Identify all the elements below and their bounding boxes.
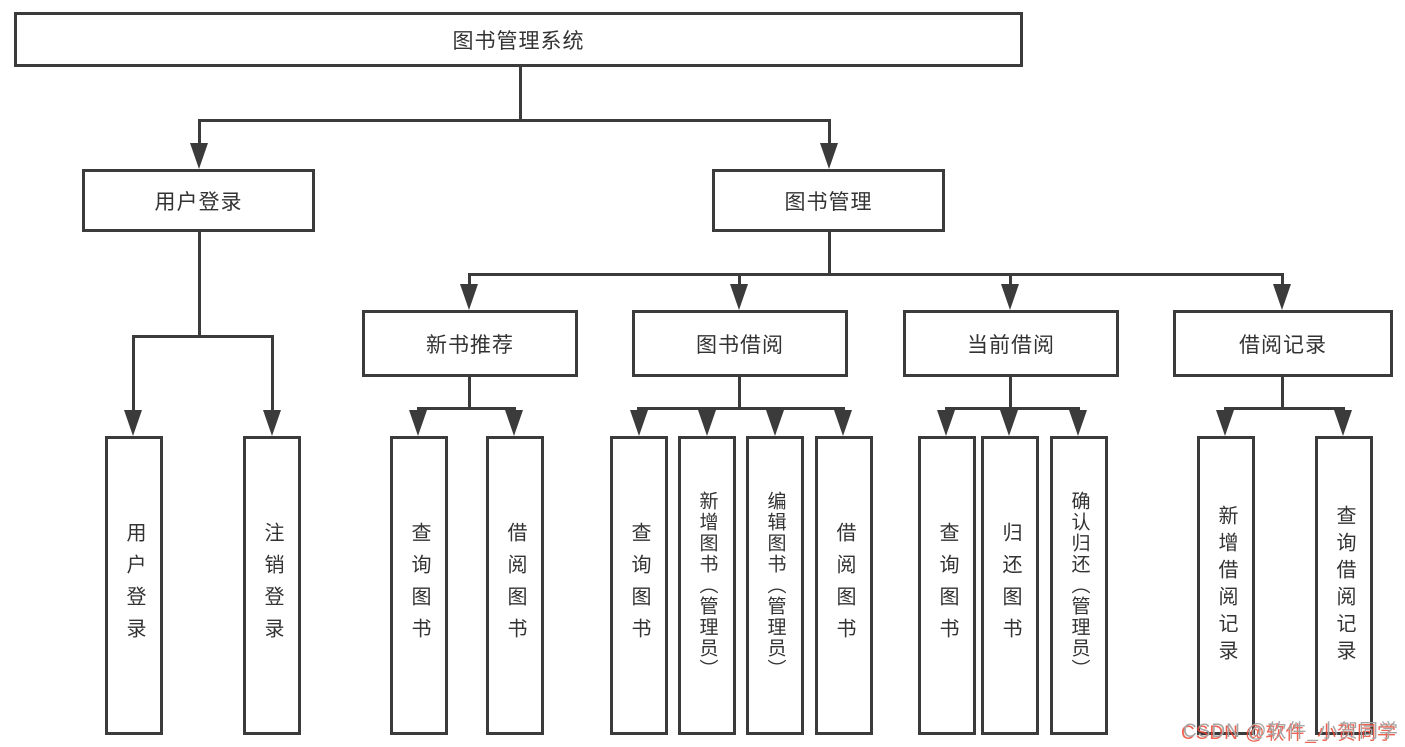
connector-leg — [1009, 273, 1012, 286]
leaf-label: 归还图书 — [999, 521, 1021, 650]
connector-split — [637, 407, 845, 410]
arrow-down-icon — [1334, 410, 1352, 436]
leaf-label: 新增借阅记录 — [1215, 504, 1237, 667]
leaf-edit-book-admin: 编辑图书（管理员） — [746, 436, 804, 735]
connector-split — [1224, 407, 1345, 410]
arrow-down-icon — [730, 284, 748, 310]
leaf-logout: 注销登录 — [243, 436, 301, 735]
node-current-borrowing: 当前借阅 — [903, 310, 1119, 377]
connector-split — [945, 407, 1080, 410]
node-label: 新书推荐 — [426, 333, 514, 357]
connector-stem — [468, 377, 471, 407]
connector-stem — [828, 232, 831, 273]
node-new-book-recommend: 新书推荐 — [362, 310, 578, 377]
connector-leg — [271, 335, 274, 413]
connector-stem — [1009, 377, 1012, 407]
arrow-down-icon — [834, 410, 852, 436]
leaf-label: 查询图书 — [408, 521, 430, 650]
connector-leg — [1281, 273, 1284, 286]
arrow-down-icon — [1000, 410, 1018, 436]
leaf-query-books-recommend: 查询图书 — [390, 436, 448, 735]
leaf-label: 查询图书 — [628, 521, 650, 650]
node-borrowing-records: 借阅记录 — [1173, 310, 1393, 377]
connector-stem — [738, 377, 741, 407]
leaf-borrow-books-recommend: 借阅图书 — [486, 436, 544, 735]
connector-split — [417, 407, 516, 410]
connector-stem — [198, 232, 201, 335]
node-label: 借阅记录 — [1239, 333, 1327, 357]
leaf-label: 注销登录 — [261, 521, 283, 650]
connector-split — [468, 273, 1284, 276]
arrow-down-icon — [937, 410, 955, 436]
node-book-management: 图书管理 — [712, 169, 945, 232]
node-label: 当前借阅 — [967, 333, 1055, 357]
leaf-label: 确认归还（管理员） — [1068, 491, 1090, 680]
node-label: 用户登录 — [154, 190, 243, 214]
leaf-add-book-admin: 新增图书（管理员） — [678, 436, 736, 735]
leaf-label: 编辑图书（管理员） — [764, 491, 786, 680]
leaf-add-borrow-record: 新增借阅记录 — [1197, 436, 1255, 735]
arrow-down-icon — [766, 410, 784, 436]
arrow-down-icon — [263, 410, 281, 436]
arrow-down-icon — [460, 284, 478, 310]
leaf-query-borrow-record: 查询借阅记录 — [1315, 436, 1373, 735]
node-label: 图书借阅 — [696, 333, 784, 357]
leaf-user-login: 用户登录 — [105, 436, 163, 735]
connector-split — [132, 335, 274, 338]
leaf-label: 查询借阅记录 — [1333, 504, 1355, 667]
node-label: 图书管理系统 — [452, 29, 585, 53]
csdn-watermark: CSDN @软件_小贺同学 — [1183, 721, 1399, 742]
arrow-down-icon — [124, 410, 142, 436]
arrow-down-icon — [190, 143, 208, 169]
node-library-management-system: 图书管理系统 — [14, 12, 1023, 67]
leaf-return-book: 归还图书 — [981, 436, 1039, 735]
connector-stem — [1281, 377, 1284, 407]
leaf-query-books-borrowing: 查询图书 — [610, 436, 668, 735]
connector-leg — [738, 273, 741, 286]
node-label: 图书管理 — [784, 190, 873, 214]
connector-leg — [468, 273, 471, 286]
arrow-down-icon — [1216, 410, 1234, 436]
node-user-login: 用户登录 — [82, 169, 315, 232]
arrow-down-icon — [1069, 410, 1087, 436]
leaf-label: 用户登录 — [123, 521, 145, 650]
arrow-down-icon — [1273, 284, 1291, 310]
leaf-label: 查询图书 — [936, 521, 958, 650]
connector-root-stem — [519, 67, 522, 119]
arrow-down-icon — [1001, 284, 1019, 310]
arrow-down-icon — [505, 410, 523, 436]
leaf-confirm-return-admin: 确认归还（管理员） — [1050, 436, 1108, 735]
arrow-down-icon — [820, 143, 838, 169]
connector-leg — [828, 119, 831, 147]
connector-root-split — [198, 119, 831, 122]
arrow-down-icon — [630, 410, 648, 436]
leaf-borrow-books-borrowing: 借阅图书 — [815, 436, 873, 735]
leaf-label: 借阅图书 — [504, 521, 526, 650]
leaf-label: 新增图书（管理员） — [696, 491, 718, 680]
leaf-label: 借阅图书 — [833, 521, 855, 650]
leaf-query-books-current: 查询图书 — [918, 436, 976, 735]
arrow-down-icon — [698, 410, 716, 436]
connector-leg — [198, 119, 201, 147]
arrow-down-icon — [409, 410, 427, 436]
node-book-borrowing: 图书借阅 — [632, 310, 848, 377]
connector-leg — [132, 335, 135, 413]
